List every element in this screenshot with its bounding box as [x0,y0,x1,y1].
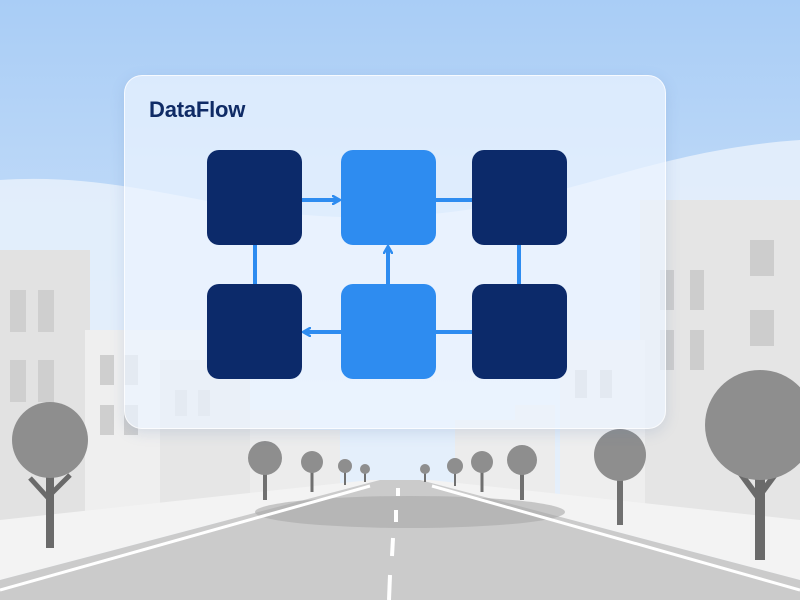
road-shadow [255,496,565,528]
app-title: DataFlow [149,97,246,122]
trees [12,370,800,560]
flow-node-1[interactable] [207,150,302,245]
flow-node-2[interactable] [341,150,436,245]
flow-node-4[interactable] [207,284,302,379]
road [0,480,800,600]
flow-node-5[interactable] [341,284,436,379]
flow-node-3[interactable] [472,150,567,245]
flow-node-6[interactable] [472,284,567,379]
road-markings [0,484,800,600]
